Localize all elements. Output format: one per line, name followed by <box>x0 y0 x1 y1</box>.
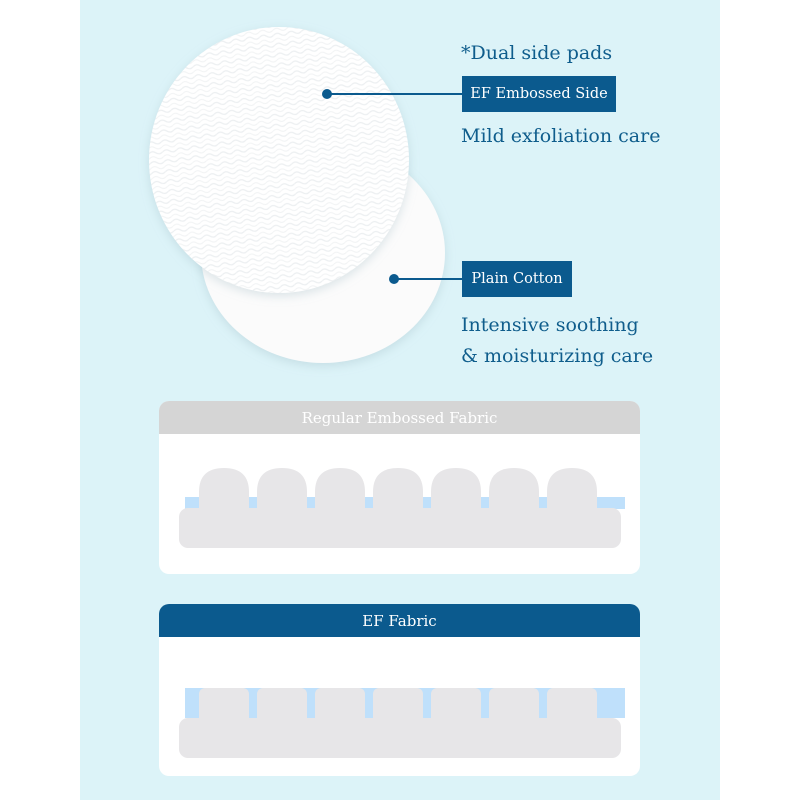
ef-fabric-block <box>489 688 539 724</box>
regular-fabric-card: Regular Embossed Fabric <box>159 401 640 574</box>
regular-emboss-bump <box>373 468 423 514</box>
ef-fabric-title: EF Fabric <box>159 604 640 637</box>
ef-embossed-side-tag: EF Embossed Side <box>462 76 616 112</box>
plain-desc-line-2: & moisturizing care <box>461 345 654 367</box>
ef-fabric-block <box>315 688 365 724</box>
embossed-side-description: Mild exfoliation care <box>461 125 661 147</box>
plain-desc-line-1: Intensive soothing <box>461 314 639 336</box>
plain-cotton-tag: Plain Cotton <box>462 261 572 297</box>
dual-side-note: *Dual side pads <box>461 42 613 64</box>
plain-side-description: Intensive soothing & moisturizing care <box>461 310 653 372</box>
ef-fabric-block <box>373 688 423 724</box>
ef-fabric-block <box>257 688 307 724</box>
cotton-pads-illustration <box>149 27 462 363</box>
embossed-pointer-dot <box>322 89 332 99</box>
ef-fabric-block <box>431 688 481 724</box>
regular-emboss-bump <box>431 468 481 514</box>
embossed-cotton-pad <box>149 27 409 293</box>
regular-fabric-base <box>179 508 621 548</box>
ef-fabric-block <box>547 688 597 724</box>
regular-emboss-bump <box>199 468 249 514</box>
regular-fabric-title: Regular Embossed Fabric <box>159 401 640 434</box>
regular-emboss-bump <box>315 468 365 514</box>
regular-emboss-bump <box>489 468 539 514</box>
regular-emboss-bump <box>547 468 597 514</box>
ef-fabric-block <box>199 688 249 724</box>
ef-fabric-diagram <box>179 688 625 758</box>
plain-pointer-dot <box>389 274 399 284</box>
ef-fabric-base <box>179 718 621 758</box>
regular-emboss-bump <box>257 468 307 514</box>
regular-fabric-diagram <box>179 468 625 548</box>
ef-fabric-card: EF Fabric <box>159 604 640 776</box>
